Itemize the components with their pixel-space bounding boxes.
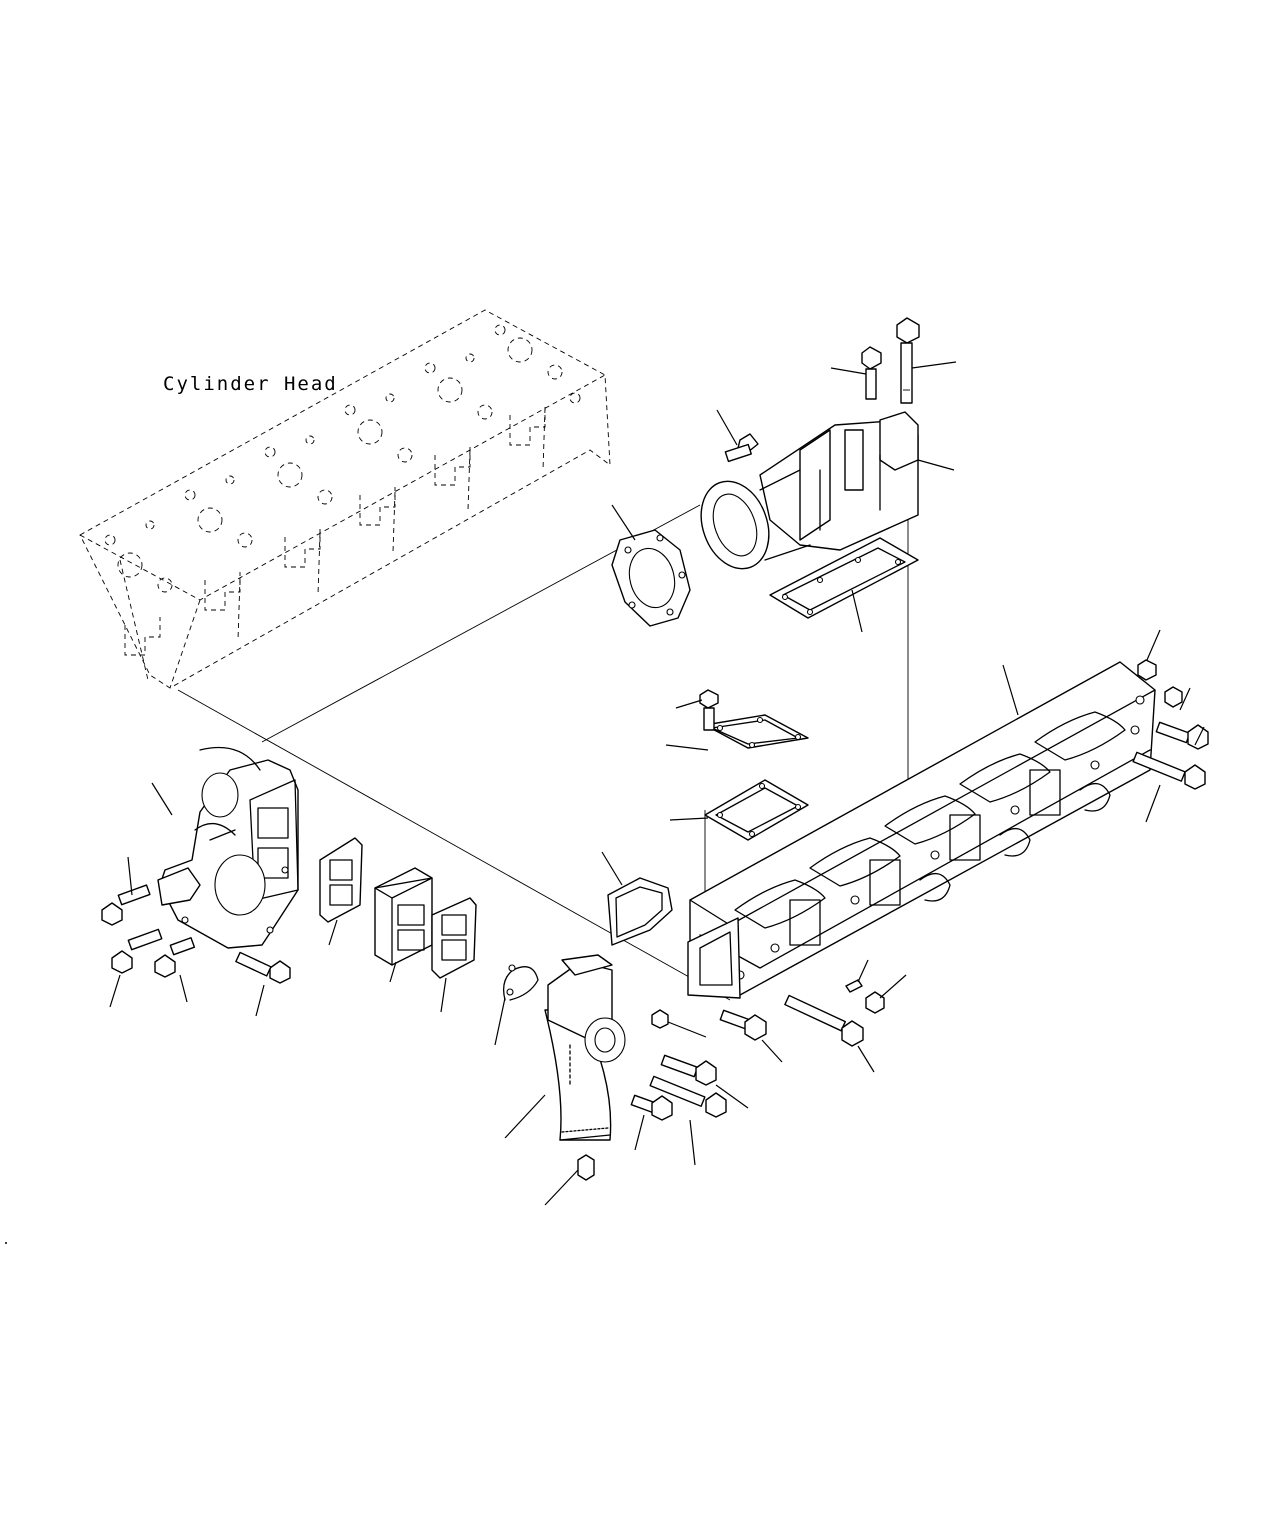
nut-1 [651,1009,669,1029]
bolt-manifold-long [784,994,864,1047]
short-bolt [861,346,882,400]
bolt-outlet-3 [630,1094,673,1121]
spacer-block [374,867,433,966]
bolt-left-1 [101,884,151,926]
exhaust-elbow-assembly [700,411,919,570]
leader-lines [109,361,1205,1206]
cover-gasket [704,779,809,841]
bolt-left-4 [235,951,291,984]
side-bolt [724,433,759,463]
turbo-housing [157,746,299,949]
outlet-pipe [544,954,626,1141]
nut-right-1 [1137,659,1157,681]
nut-right-2 [1164,686,1183,708]
flange-gasket [611,529,691,627]
end-gasket [607,877,673,946]
bolt-right-2 [1132,751,1206,790]
cylinder-head-outline: Cylinder Head [79,309,611,689]
spacer-gasket-2 [431,897,477,979]
drain-plug [577,1154,595,1181]
cylinder-head-label: Cylinder Head [163,373,338,395]
cover-plate [704,714,809,749]
speck [5,1242,7,1244]
spacer-gasket-1 [319,837,363,923]
elbow-gasket [769,537,919,619]
bolt-outlet-2 [649,1075,727,1118]
bolt-left-2 [111,928,163,974]
bolt-outlet-1 [660,1054,717,1086]
bolt-left-3 [154,937,196,978]
exhaust-manifold [687,661,1156,999]
bolt-manifold-1 [719,1009,767,1041]
washer-tip [845,979,863,993]
long-bolt [896,317,920,404]
cover-bolt [699,689,719,731]
nut-2 [865,991,885,1014]
bolt-right-1 [1155,721,1209,750]
temperature-sensor [502,964,539,1001]
